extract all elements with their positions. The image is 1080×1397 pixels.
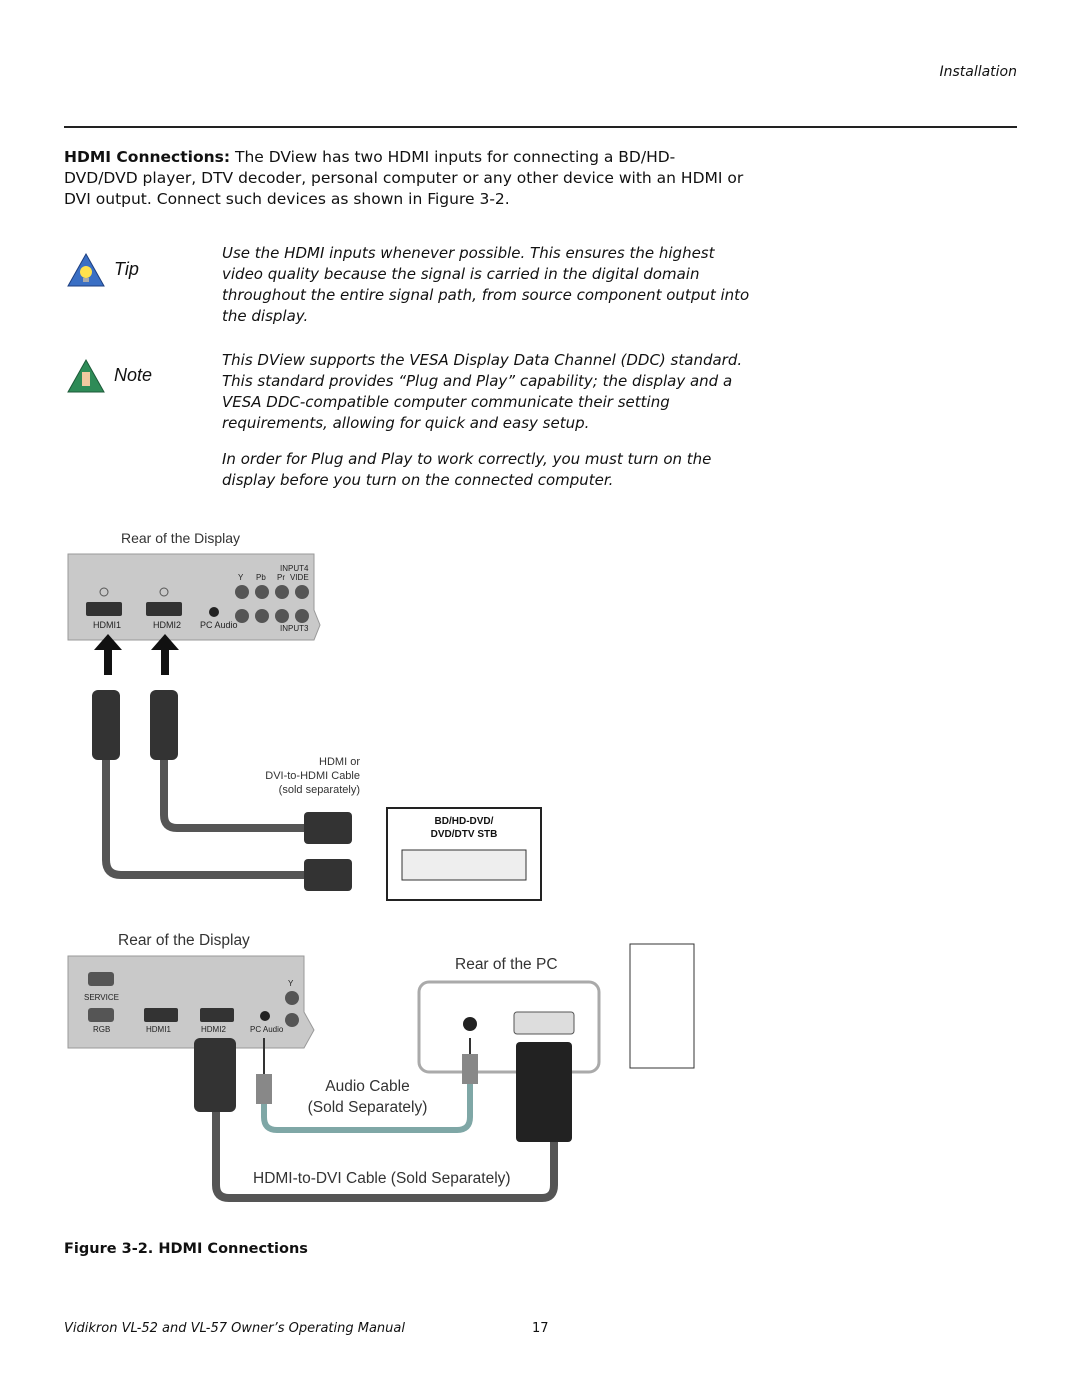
header-rule: [64, 126, 1017, 128]
d1-hdmi2: HDMI2: [153, 620, 182, 630]
d1-pb: Pb: [256, 573, 266, 582]
note-text-1: This DView supports the VESA Display Dat…: [222, 351, 743, 432]
note-label: Note: [114, 365, 153, 385]
audio-label-1: Audio Cable: [325, 1078, 410, 1095]
diagram2-drawing: [67, 943, 695, 1202]
audio-cable-label: Audio Cable (Sold Separately): [300, 1076, 435, 1118]
pc-title: Rear of the PC: [455, 956, 558, 973]
dvi-cable-label: HDMI-to-DVI Cable (Sold Separately): [253, 1170, 511, 1187]
d1-device-label: BD/HD-DVD/ DVD/DTV STB: [389, 815, 539, 841]
d1-y: Y: [238, 573, 244, 582]
d1-device-line2: DVD/DTV STB: [430, 829, 498, 840]
d1-cable-label-1: HDMI or: [319, 756, 360, 768]
footer-page-number: 17: [532, 1321, 549, 1336]
figure-caption-prefix: Figure 3-2.: [64, 1241, 154, 1257]
d2-pc-audio: PC Audio: [250, 1025, 284, 1034]
d1-hdmi1: HDMI1: [93, 620, 122, 630]
d2-hdmi2: HDMI2: [201, 1025, 226, 1034]
d2-hdmi1: HDMI1: [146, 1025, 171, 1034]
tip-icon: [66, 252, 106, 292]
tip-text: Use the HDMI inputs whenever possible. T…: [222, 244, 750, 325]
d1-pr: Pr: [277, 573, 285, 582]
intro-lead: HDMI Connections:: [64, 148, 231, 166]
footer-manual-title: Vidikron VL-52 and VL-57 Owner’s Operati…: [64, 1321, 405, 1336]
figure-caption: Figure 3-2. HDMI Connections: [64, 1241, 308, 1257]
d1-device-line1: BD/HD-DVD/: [434, 816, 494, 827]
d1-pc-audio: PC Audio: [200, 620, 238, 630]
d2-y: Y: [288, 979, 294, 988]
d1-input3: INPUT3: [280, 624, 309, 633]
d1-cable-label-2: DVI-to-HDMI Cable: [265, 770, 360, 782]
section-header: Installation: [939, 64, 1017, 80]
diagram1-title: Rear of the Display: [121, 530, 241, 546]
d1-cable-label-3: (sold separately): [278, 784, 360, 796]
diagram1-drawing: [67, 553, 542, 901]
d1-cable-label: HDMI or DVI-to-HDMI Cable (sold separate…: [220, 755, 360, 797]
note-text-2: In order for Plug and Play to work corre…: [222, 450, 712, 489]
note-icon: [66, 358, 106, 398]
figure-caption-title: HDMI Connections: [158, 1241, 308, 1257]
intro-paragraph: HDMI Connections: The DView has two HDMI…: [64, 147, 744, 210]
d1-video: VIDE: [290, 573, 309, 582]
d2-service: SERVICE: [84, 993, 119, 1002]
audio-label-2: (Sold Separately): [307, 1099, 428, 1116]
diagram2-title: Rear of the Display: [118, 932, 250, 949]
intro-text: The DView has two HDMI inputs for connec…: [64, 148, 744, 208]
tip-label: Tip: [114, 259, 139, 279]
d1-input4: INPUT4: [280, 564, 309, 573]
d2-rgb: RGB: [93, 1025, 111, 1034]
